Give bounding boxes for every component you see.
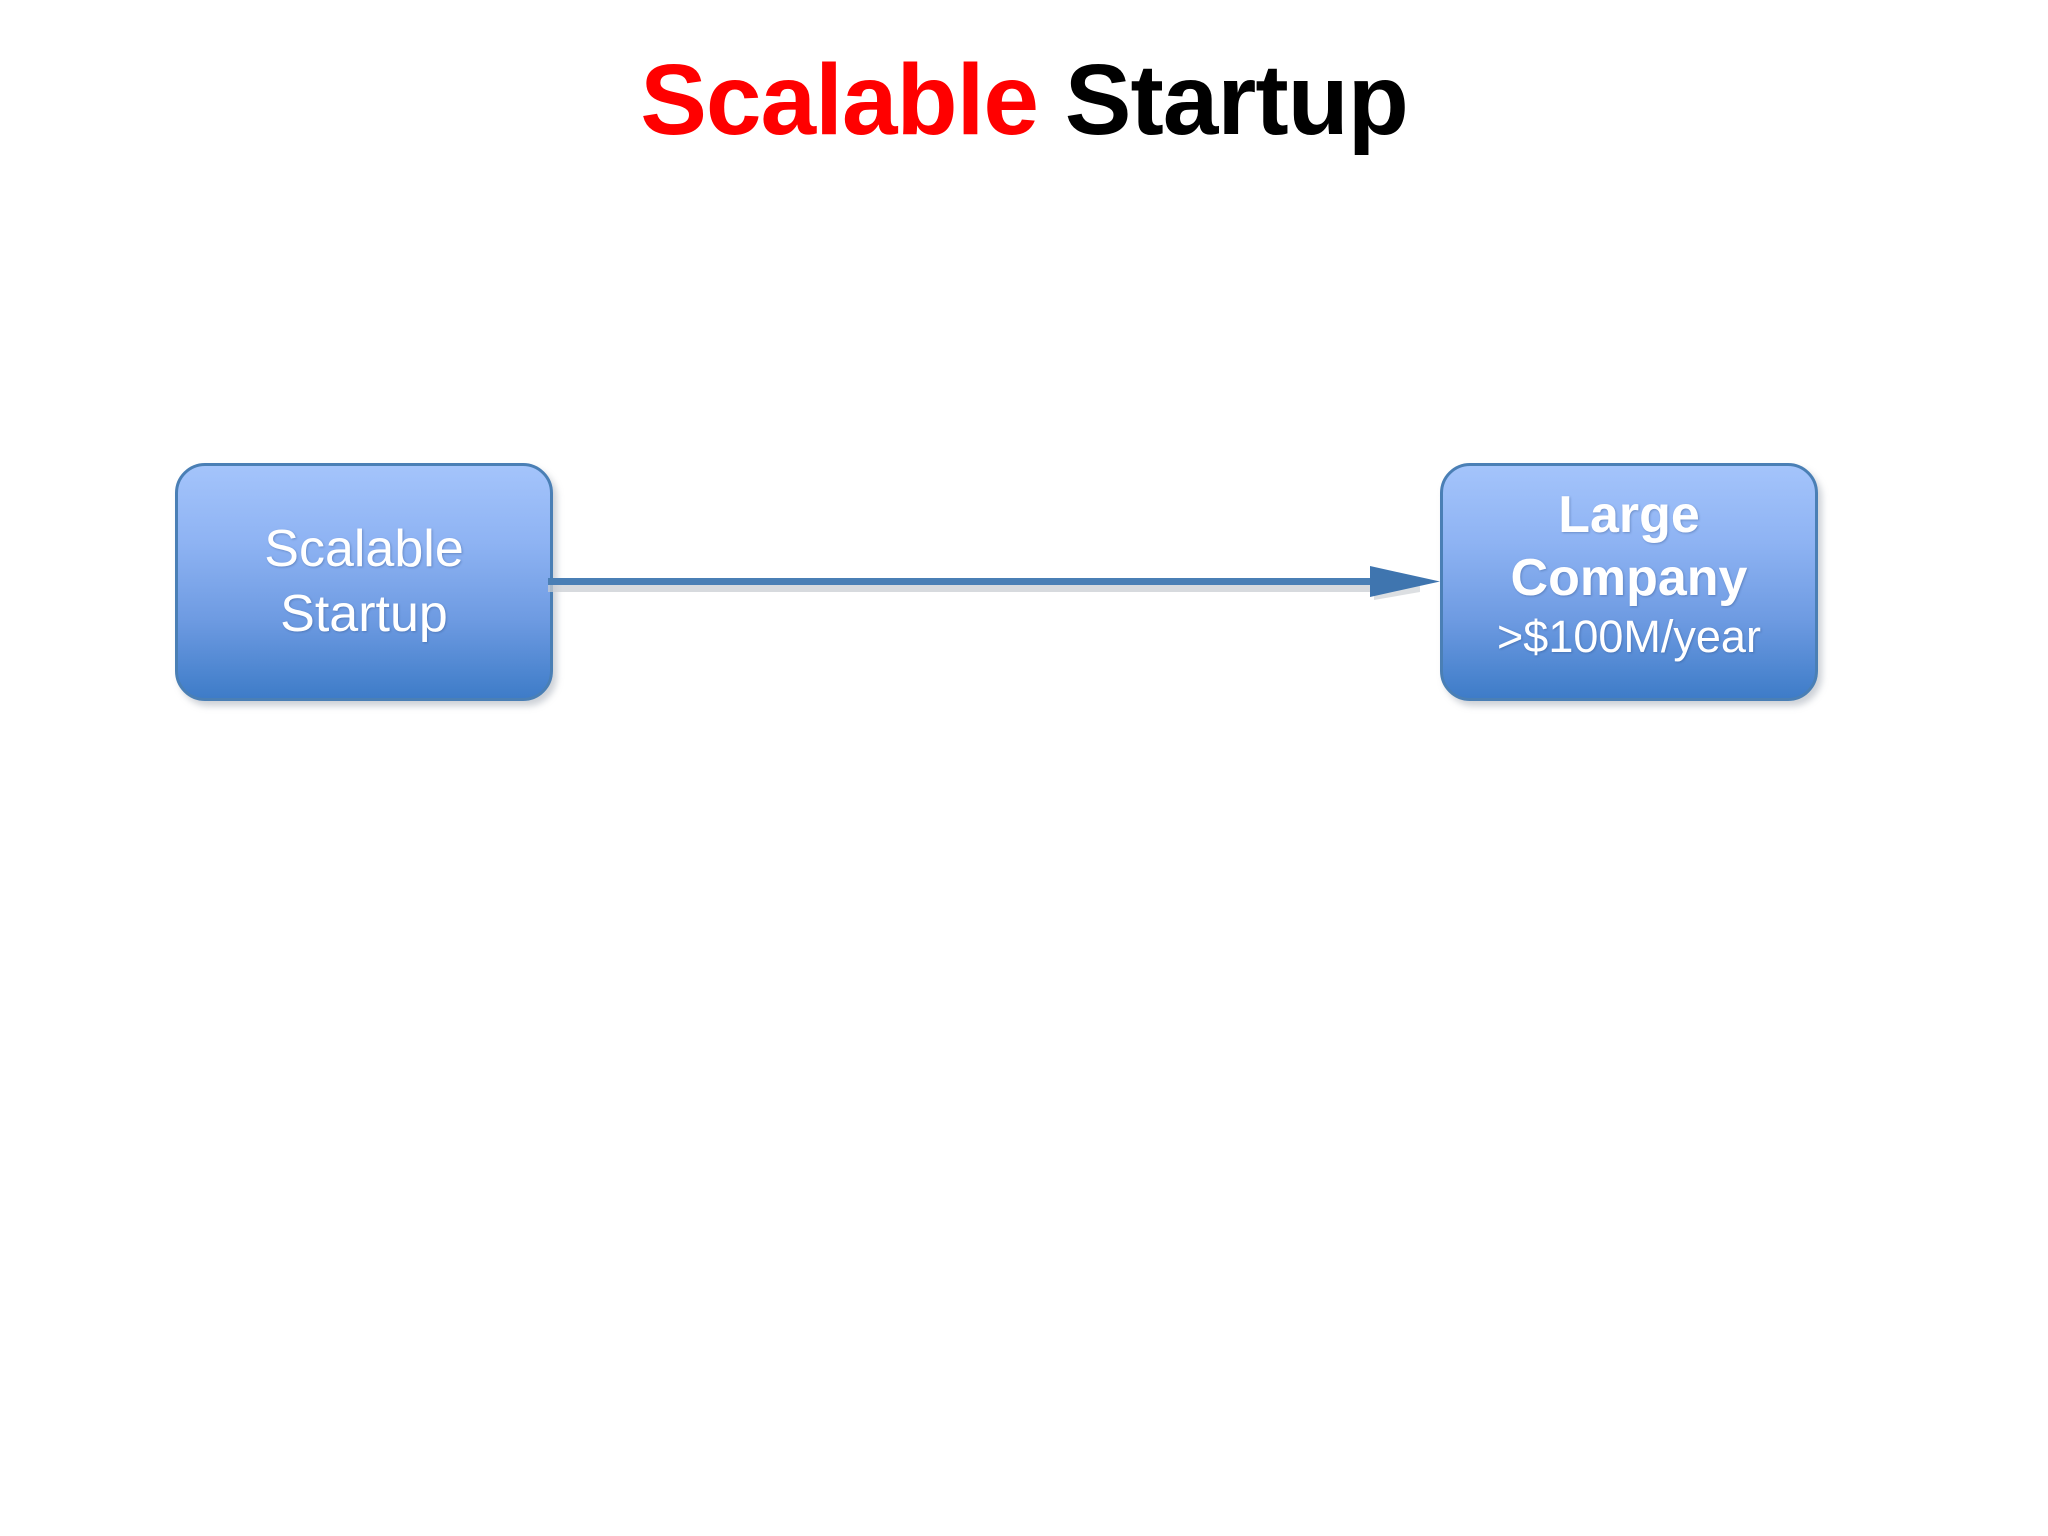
large-company-node-line2: Company (1510, 548, 1748, 607)
large-company-node-line1: Large (1558, 486, 1700, 544)
title-plain-word: Startup (1038, 44, 1409, 156)
arrow-shaft-shadow (548, 585, 1378, 592)
arrow-head-shadow (1374, 573, 1420, 600)
growth-arrow-svg (548, 566, 1440, 600)
large-company-node-subtitle: >$100M/year (1497, 610, 1761, 662)
scalable-startup-node[interactable]: Scalable Startup (175, 463, 553, 701)
large-company-node[interactable]: Large Company >$100M/year (1440, 463, 1818, 701)
scalable-startup-node-line1: Scalable (264, 520, 464, 578)
title-accent-word: Scalable (640, 44, 1039, 156)
page-title: Scalable Startup (0, 48, 2048, 153)
scalable-startup-node-line2: Startup (280, 585, 448, 643)
arrow-head-icon (1370, 566, 1440, 597)
arrow-shaft (548, 578, 1380, 585)
growth-arrow (548, 548, 1448, 610)
